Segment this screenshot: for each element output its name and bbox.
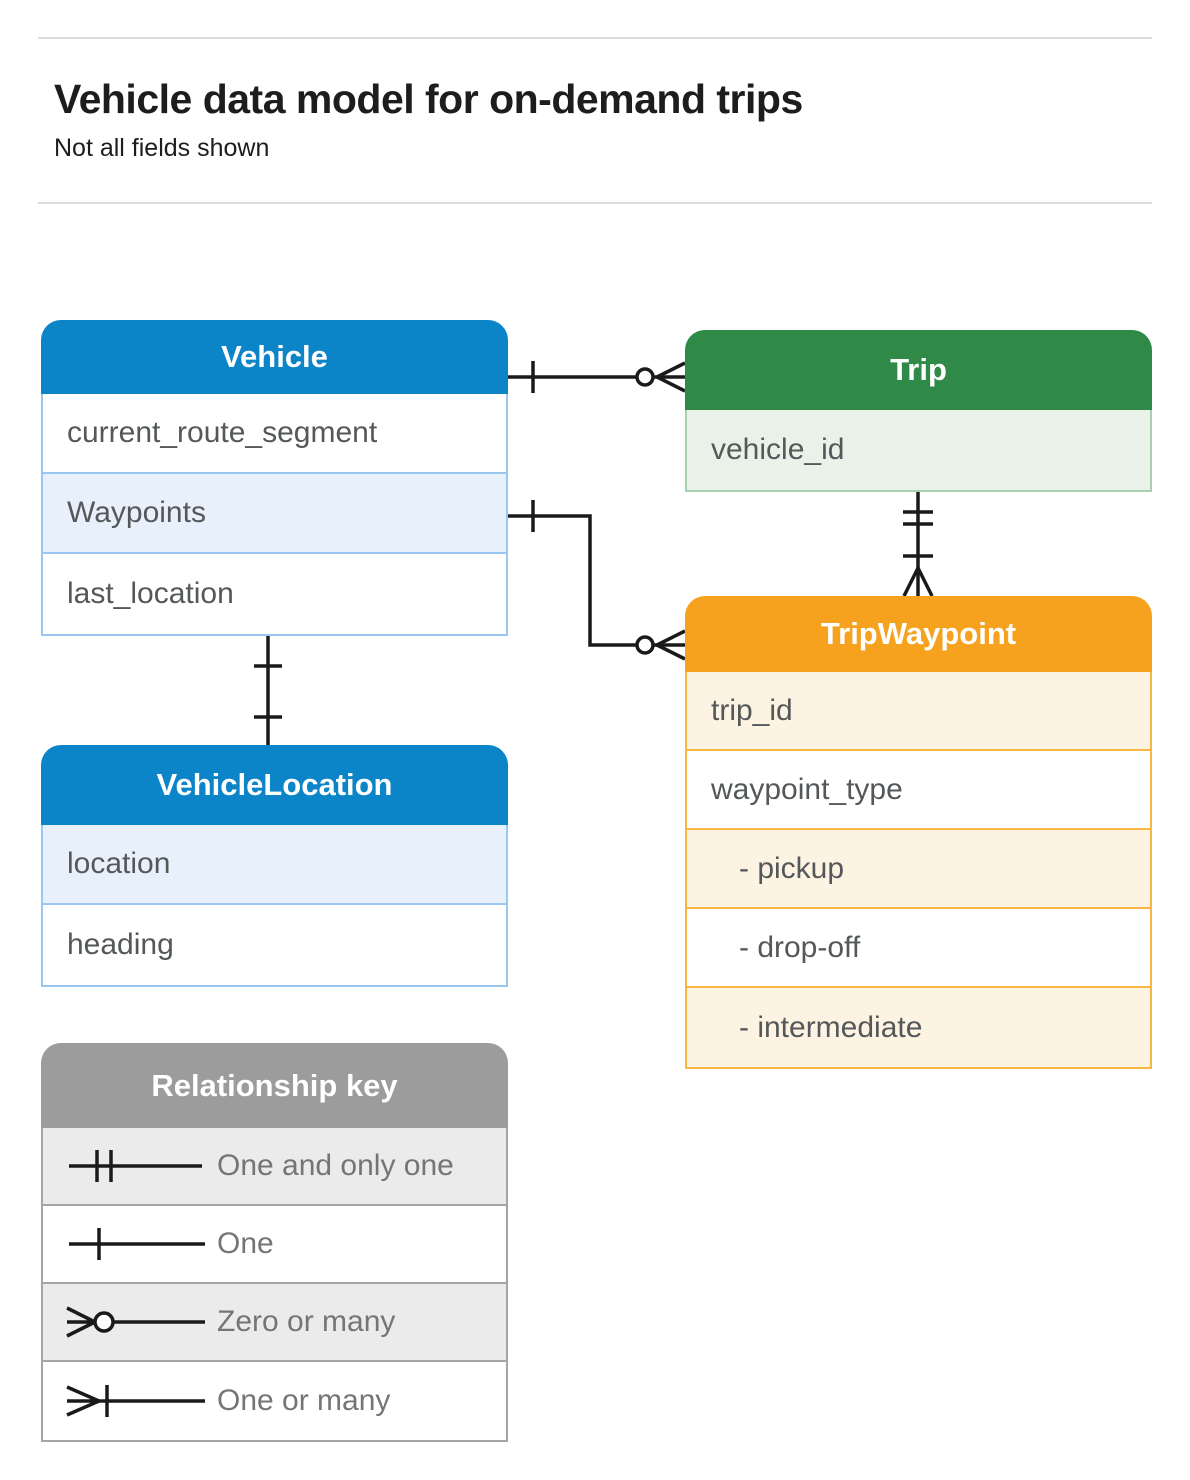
key-row-zero-or-many: Zero or many — [43, 1284, 506, 1362]
entity-tripwaypoint: TripWaypoint trip_id waypoint_type - picku… — [685, 596, 1152, 1069]
connector-waypoints-tripwaypoint — [508, 500, 686, 661]
page-title: Vehicle data model for on-demand trips — [54, 76, 803, 122]
header-divider — [38, 202, 1152, 204]
key-title: Relationship key — [151, 1067, 398, 1103]
key-label: One and only one — [217, 1149, 454, 1182]
field-label: heading — [67, 928, 174, 961]
connector-vehicle-vehiclelocation — [254, 635, 282, 745]
zero-or-many-icon — [66, 1306, 205, 1338]
entity-vehicle-header: Vehicle — [41, 320, 508, 394]
key-row-one-or-many: One or many — [43, 1362, 506, 1440]
field-row-trip-id: trip_id — [687, 672, 1150, 751]
entity-title: Trip — [890, 352, 947, 387]
page-subtitle: Not all fields shown — [54, 134, 270, 162]
connector-vehicle-trip — [508, 361, 686, 393]
field-row-location: location — [43, 825, 506, 905]
connector-line — [508, 514, 685, 647]
entity-trip-fields: vehicle_id — [685, 410, 1152, 492]
field-label: current_route_segment — [67, 416, 378, 449]
connector-trip-tripwaypoint — [902, 490, 934, 597]
entity-title: VehicleLocation — [156, 767, 393, 802]
key-row-one: One — [43, 1206, 506, 1284]
crow-foot — [902, 567, 934, 597]
field-row-intermediate: - intermediate — [687, 988, 1150, 1067]
field-label: last_location — [67, 577, 234, 610]
field-row-vehicle-id: vehicle_id — [687, 410, 1150, 490]
field-label: - intermediate — [739, 1010, 923, 1044]
entity-tripwaypoint-header: TripWaypoint — [685, 596, 1152, 672]
field-label: trip_id — [711, 693, 793, 727]
entity-trip: Trip vehicle_id — [685, 330, 1152, 492]
key-row-one-and-only-one: One and only one — [43, 1128, 506, 1206]
field-label: - pickup — [739, 851, 845, 885]
field-row-drop-off: - drop-off — [687, 909, 1150, 988]
zero-circle — [635, 635, 655, 655]
key-label: One — [217, 1227, 274, 1260]
entity-title: TripWaypoint — [820, 616, 1017, 651]
entity-vehiclelocation-fields: location heading — [41, 825, 508, 987]
one-or-many-icon — [66, 1385, 205, 1417]
crow-foot — [656, 629, 686, 661]
field-label: vehicle_id — [711, 433, 845, 466]
field-row-last-location: last_location — [43, 554, 506, 634]
key-label: Zero or many — [217, 1305, 396, 1338]
entity-vehiclelocation-header: VehicleLocation — [41, 745, 508, 825]
field-row-waypoints: Waypoints — [43, 474, 506, 554]
field-row-pickup: - pickup — [687, 830, 1150, 909]
relationship-key-header: Relationship key — [41, 1043, 508, 1128]
entity-trip-header: Trip — [685, 330, 1152, 410]
entity-vehiclelocation: VehicleLocation location heading — [41, 745, 508, 987]
one-and-only-one-icon — [69, 1150, 202, 1182]
field-label: location — [67, 847, 171, 880]
one-and-only-one-ticks — [903, 510, 933, 526]
zero-circle — [635, 367, 655, 387]
field-label: - drop-off — [739, 930, 861, 964]
field-row-heading: heading — [43, 905, 506, 985]
entity-title: Vehicle — [221, 339, 328, 374]
one-icon — [69, 1228, 205, 1260]
crow-foot — [656, 361, 686, 393]
field-label: Waypoints — [67, 496, 206, 529]
field-label: waypoint_type — [711, 772, 903, 806]
top-divider — [38, 37, 1152, 39]
field-row-waypoint-type: waypoint_type — [687, 751, 1150, 830]
field-row-current-route-segment: current_route_segment — [43, 394, 506, 474]
entity-tripwaypoint-fields: trip_id waypoint_type - pickup - drop-off - … — [685, 672, 1152, 1069]
key-label: One or many — [217, 1384, 391, 1417]
